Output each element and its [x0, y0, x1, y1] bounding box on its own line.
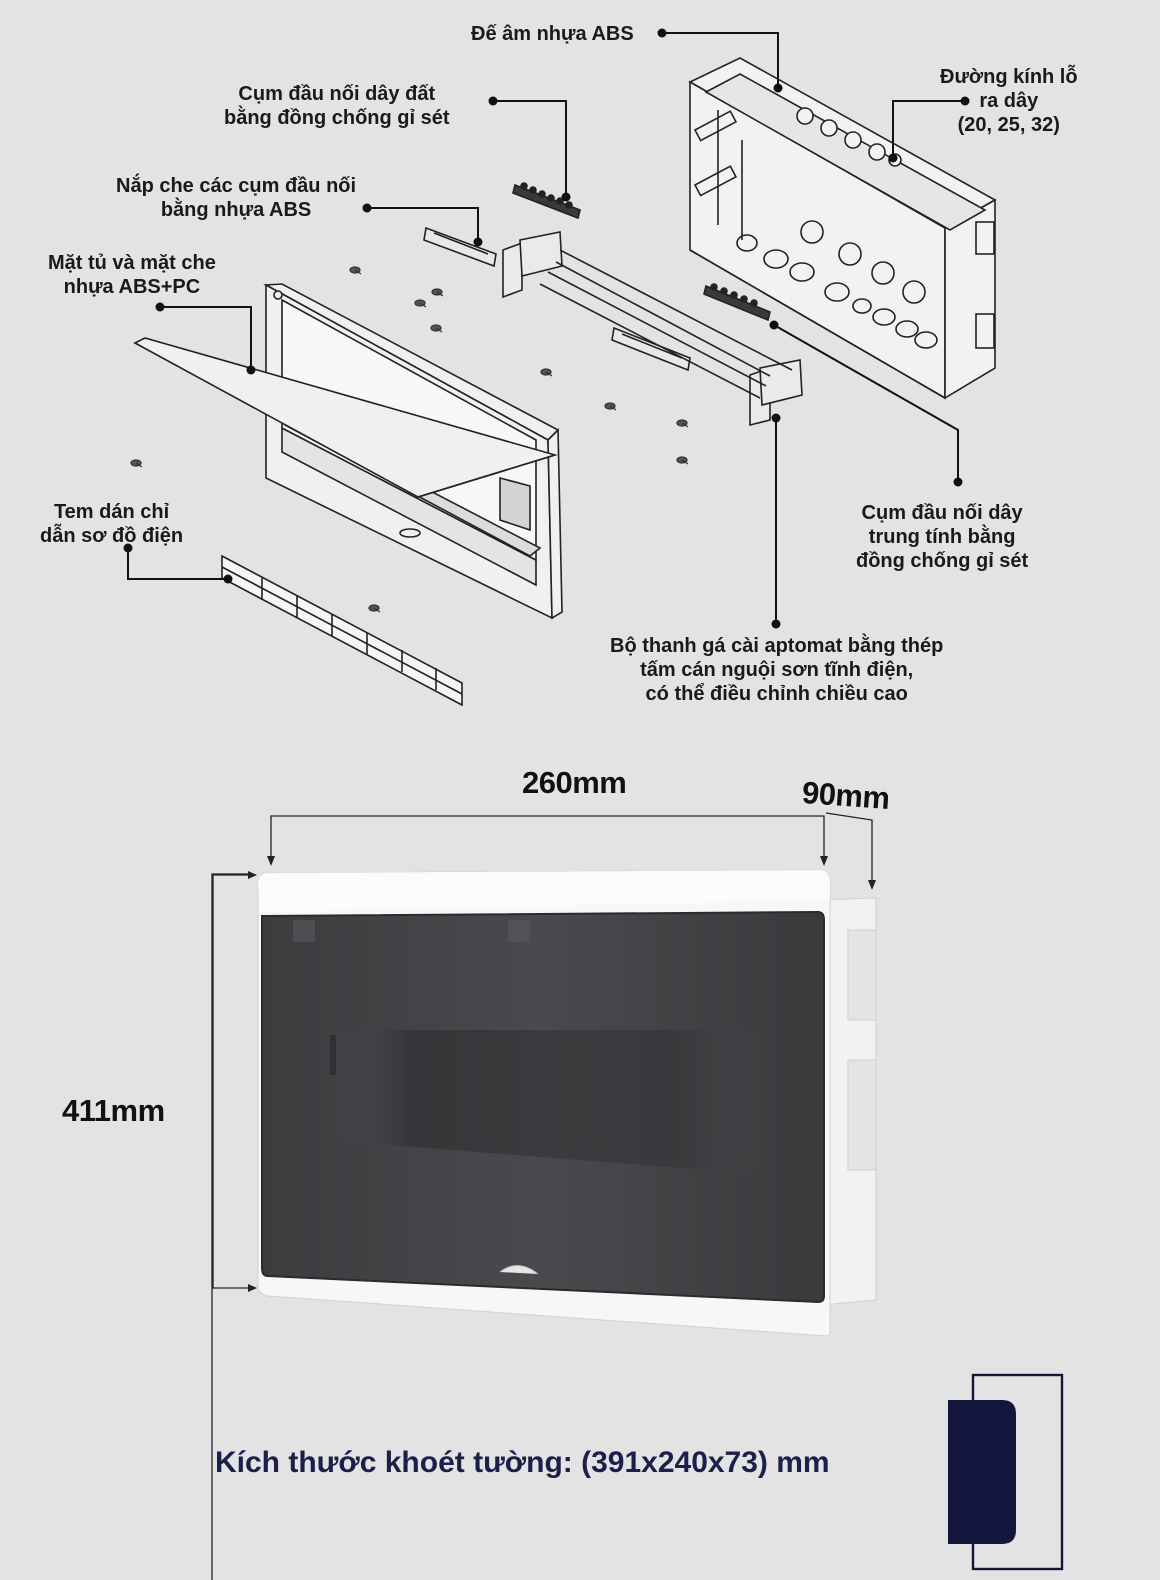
- screws: [130, 266, 689, 613]
- leader-hole: [892, 100, 965, 156]
- callout-din-rail: Bộ thanh gá cài aptomat bằng thép tấm cá…: [610, 635, 944, 705]
- height-dimension-line: [212, 871, 257, 1292]
- dimension-width: 260mm: [522, 765, 627, 800]
- callout-label-sticker: Tem dán chỉ dẫn sơ đồ điện: [40, 501, 184, 547]
- neutral-terminal-drawing: [703, 283, 771, 322]
- callout-hole-diameter: Đường kính lỗ ra dây (20, 25, 32): [940, 66, 1078, 136]
- earth-terminal-drawing: [512, 182, 581, 220]
- dimension-depth: 90mm: [800, 774, 891, 817]
- label-sticker-drawing: [221, 554, 463, 707]
- leader-base-box: [662, 32, 779, 86]
- front-panel-drawing: [133, 283, 563, 620]
- leader-front-panel: [160, 306, 252, 368]
- callout-neutral-terminal: Cụm đầu nối dây trung tính bằng đồng chố…: [856, 502, 1029, 572]
- leader-cover: [367, 207, 479, 240]
- dimension-height: 411mm: [62, 1093, 165, 1128]
- assembled-view: [211, 812, 877, 1580]
- wall-cutout-size: Kích thước khoét tường: (391x240x73) mm: [215, 1446, 830, 1479]
- leader-earth: [493, 100, 567, 195]
- leader-lines: [123, 28, 970, 629]
- din-rail-drawing: [502, 231, 803, 427]
- wall-cutout-icon: [948, 1373, 1064, 1571]
- callout-earth-terminal: Cụm đầu nối dây đất bằng đồng chống gỉ s…: [224, 83, 450, 129]
- leader-neutral: [773, 324, 959, 480]
- dimension-lines: [211, 812, 876, 1580]
- callout-front-panel: Mặt tủ và mặt che nhựa ABS+PC: [48, 252, 216, 298]
- smoked-cover: [261, 910, 825, 1304]
- leader-sticker: [127, 548, 226, 580]
- callout-base-box: Đế âm nhựa ABS: [471, 23, 634, 45]
- callout-terminal-cover: Nắp che các cụm đầu nối bằng nhựa ABS: [116, 175, 357, 221]
- exploded-view: [130, 57, 997, 707]
- base-box-drawing: [688, 57, 997, 400]
